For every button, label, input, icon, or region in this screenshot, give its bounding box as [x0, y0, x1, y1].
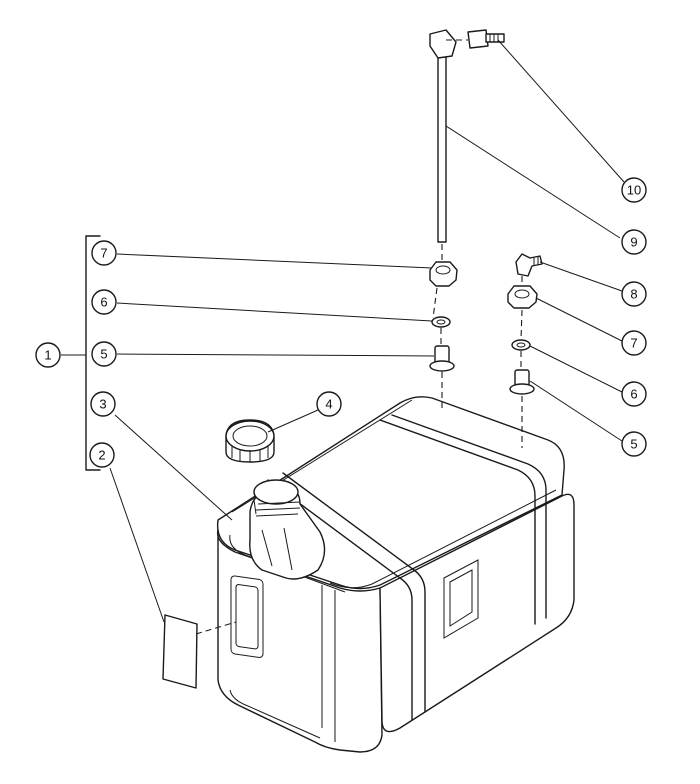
callout-10: 10 — [621, 177, 647, 203]
callout-7-right-label: 7 — [630, 336, 637, 351]
filler-neck — [249, 479, 326, 580]
callout-7-left: 7 — [91, 240, 117, 266]
callout-10-label: 10 — [627, 183, 641, 198]
leader-lines — [109, 39, 625, 623]
callout-5-right: 5 — [621, 431, 647, 457]
callout-8: 8 — [621, 281, 647, 307]
callout-8-label: 8 — [630, 287, 637, 302]
callout-4-label: 4 — [325, 397, 332, 412]
hose-fitting — [467, 29, 505, 49]
callout-2-label: 2 — [98, 448, 105, 463]
callout-7-right: 7 — [621, 330, 647, 356]
group-bracket — [85, 235, 101, 471]
callout-1: 1 — [35, 342, 61, 368]
callout-9: 9 — [621, 229, 647, 255]
suction-pipe — [429, 29, 468, 243]
callout-3-label: 3 — [99, 397, 106, 412]
left-fitting-stack — [429, 244, 458, 408]
plate-link-line — [195, 621, 237, 635]
callout-9-label: 9 — [630, 235, 637, 250]
callout-5-right-label: 5 — [630, 437, 637, 452]
fuel-cap — [225, 419, 275, 463]
right-fitting-stack — [507, 253, 543, 448]
label-plate — [162, 614, 198, 689]
callout-6-right: 6 — [621, 381, 647, 407]
callout-3: 3 — [90, 391, 116, 417]
callout-1-label: 1 — [44, 348, 51, 363]
callout-6-right-label: 6 — [630, 387, 637, 402]
callout-5-left: 5 — [91, 341, 117, 367]
callout-7-left-label: 7 — [100, 246, 107, 261]
callout-6-left: 6 — [91, 289, 117, 315]
callout-4: 4 — [316, 391, 342, 417]
callout-6-left-label: 6 — [100, 295, 107, 310]
callout-5-left-label: 5 — [100, 347, 107, 362]
callout-2: 2 — [89, 442, 115, 468]
